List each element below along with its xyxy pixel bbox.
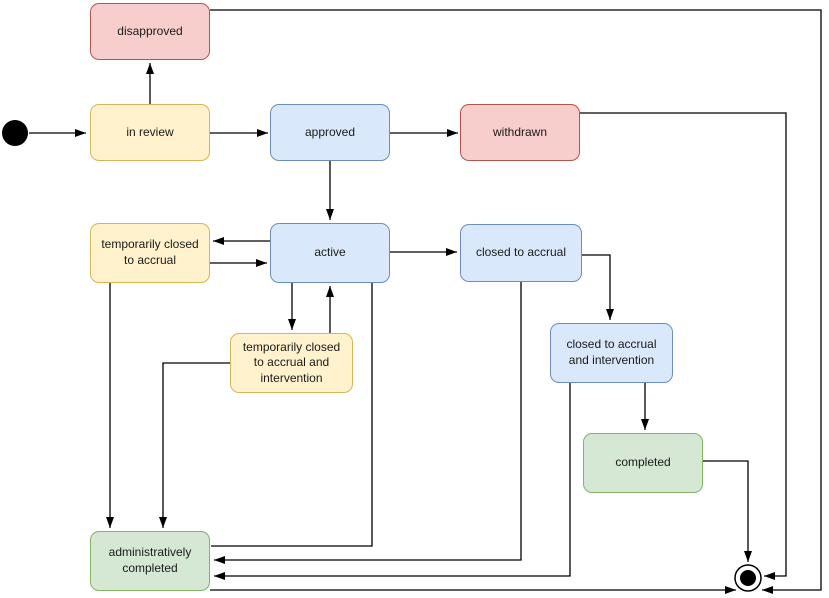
edge-temporarily-closed-to-accrual-and-intervention-to-administratively-completed xyxy=(159,362,230,528)
initial-state-node xyxy=(2,120,28,146)
state-closed-to-accrual-and-intervention: closed to accrual and intervention xyxy=(550,323,673,383)
state-active: active xyxy=(270,223,390,283)
edge-active-to-administratively-completed xyxy=(211,283,373,547)
state-administratively-completed-label: administratively completed xyxy=(108,545,192,575)
state-closed-to-accrual: closed to accrual xyxy=(460,224,582,282)
edge-closed-to-accrual-and-intervention-to-administratively-completed xyxy=(214,383,571,580)
state-temporarily-closed-to-accrual: temporarily closed to accrual xyxy=(90,223,210,283)
edge-closed-to-accrual-to-closed-to-accrual-and-intervention xyxy=(582,254,614,320)
state-temporarily-closed-to-accrual-and-intervention-label: temporarily closed to accrual and interv… xyxy=(242,339,341,385)
final-state-node xyxy=(734,564,762,592)
edge-disapproved-to-final xyxy=(210,9,822,594)
state-temporarily-closed-to-accrual-label: temporarily closed to accrual xyxy=(101,237,199,267)
state-disapproved: disapproved xyxy=(90,3,210,60)
state-administratively-completed: administratively completed xyxy=(90,531,210,591)
state-temporarily-closed-to-accrual-and-intervention: temporarily closed to accrual and interv… xyxy=(230,333,353,393)
state-closed-to-accrual-and-intervention-label: closed to accrual and intervention xyxy=(566,337,657,367)
state-active-label: active xyxy=(314,245,346,260)
edge-withdrawn-to-final xyxy=(580,112,787,580)
state-completed: completed xyxy=(583,433,703,493)
edge-completed-to-final xyxy=(703,460,752,562)
state-closed-to-accrual-label: closed to accrual xyxy=(475,245,567,260)
state-in-review: in review xyxy=(90,104,210,161)
state-completed-label: completed xyxy=(615,455,671,470)
edge-closed-to-accrual-to-administratively-completed xyxy=(214,282,522,564)
state-in-review-label: in review xyxy=(126,124,174,139)
state-withdrawn: withdrawn xyxy=(460,104,580,161)
state-disapproved-label: disapproved xyxy=(117,23,183,38)
state-approved: approved xyxy=(270,104,390,161)
state-approved-label: approved xyxy=(304,124,356,139)
state-withdrawn-label: withdrawn xyxy=(492,124,548,139)
